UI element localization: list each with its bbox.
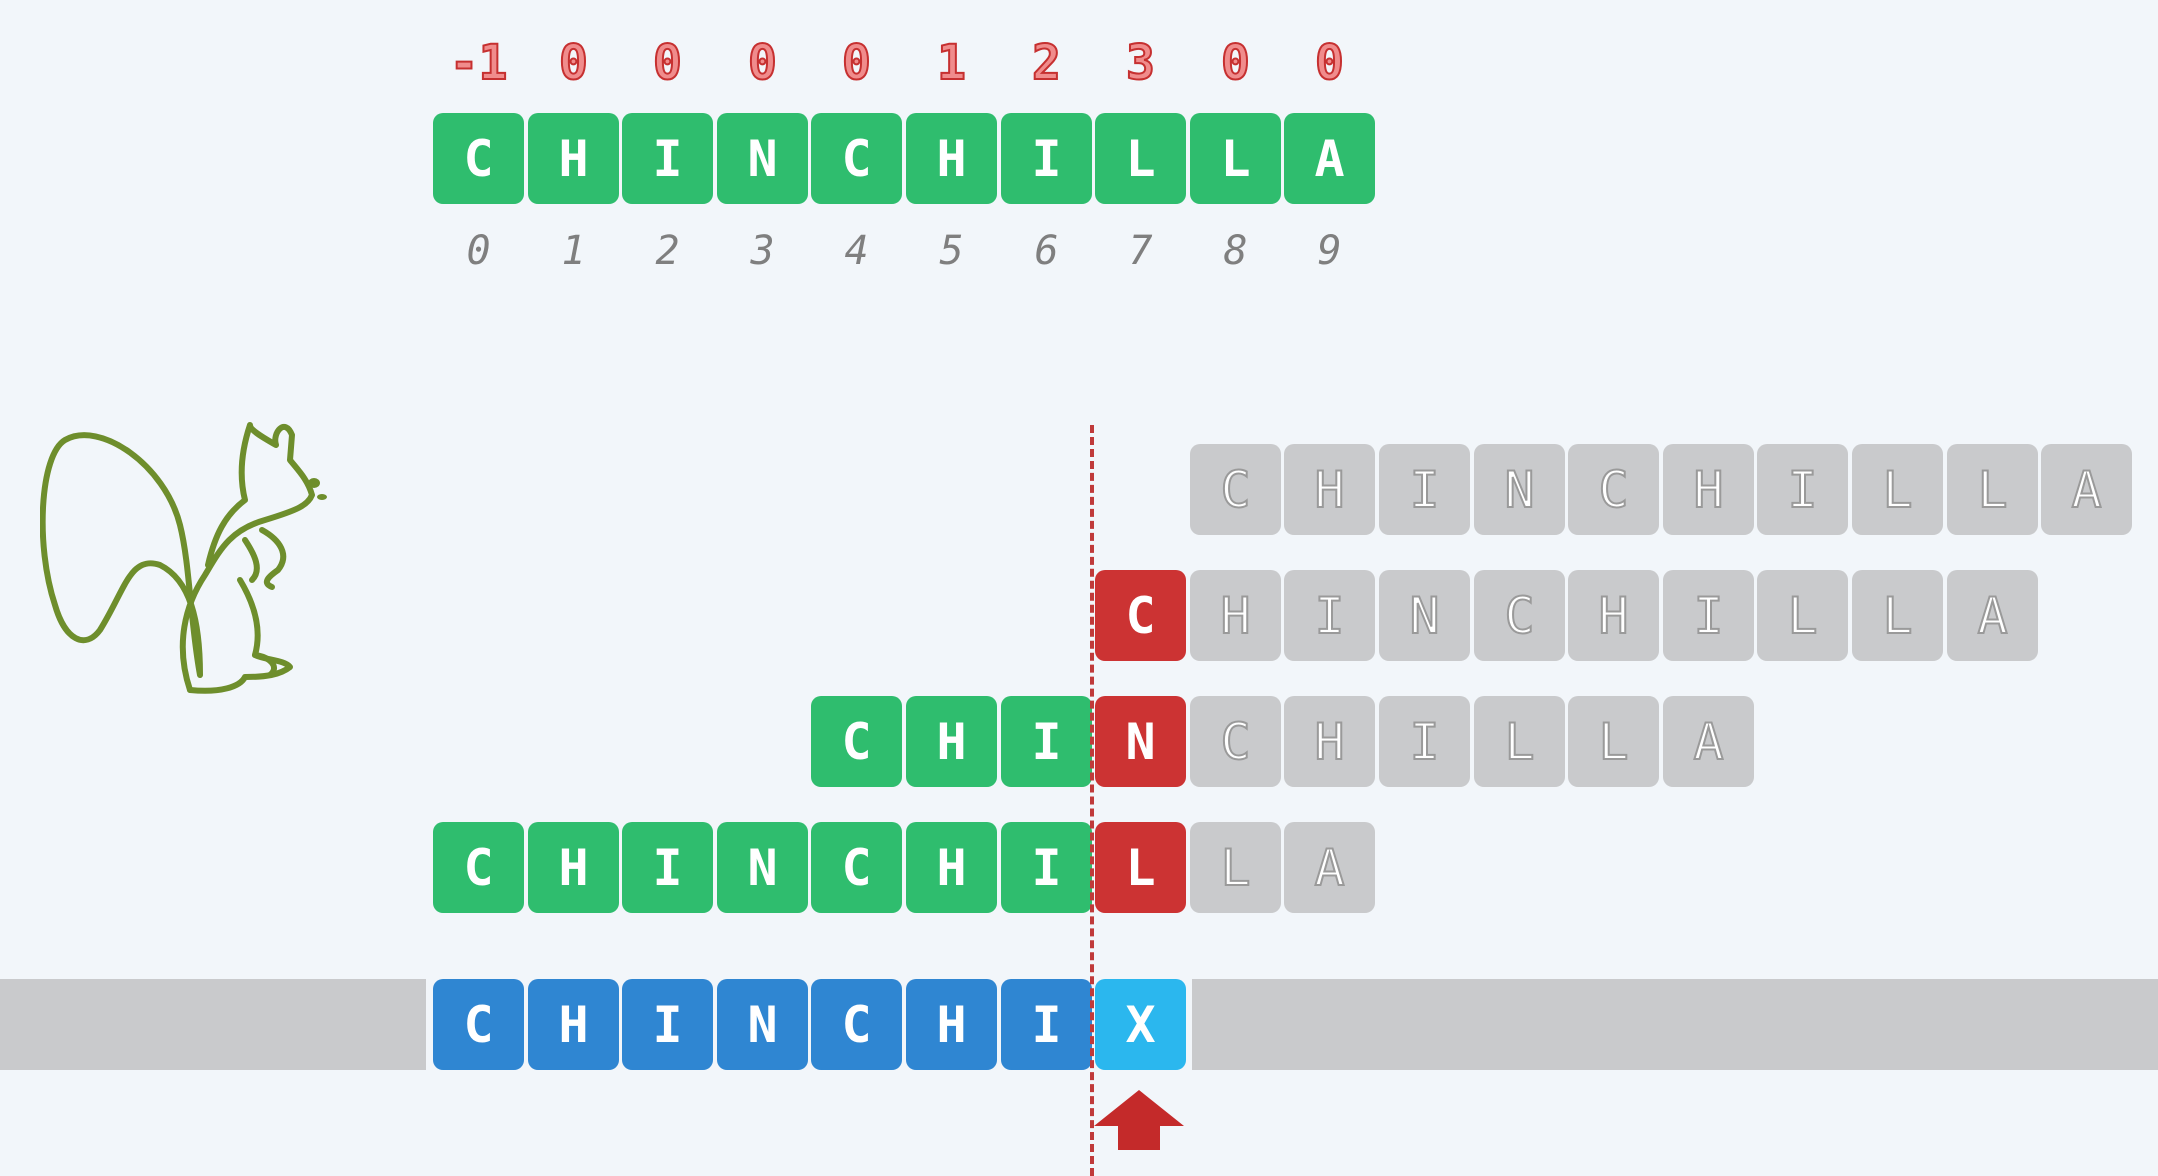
pattern-index: 9	[1317, 228, 1342, 274]
failure-value: 0	[841, 34, 872, 92]
pending-letter-tile: A	[1284, 822, 1375, 913]
matched-letter-tile: N	[717, 822, 808, 913]
text-matched-tile: H	[528, 979, 619, 1070]
pending-letter-tile: L	[1852, 570, 1943, 661]
matched-letter-tile: I	[622, 822, 713, 913]
pattern-index: 4	[844, 228, 869, 274]
pending-letter-tile: L	[1190, 822, 1281, 913]
up-arrow-icon	[1094, 1090, 1184, 1150]
squirrel-icon	[40, 422, 327, 694]
pending-letter-tile: A	[1663, 696, 1754, 787]
pattern-letter-tile: I	[622, 113, 713, 204]
pattern-letter-tile: L	[1190, 113, 1281, 204]
pattern-index: 1	[561, 228, 586, 274]
failure-value: 0	[1220, 34, 1251, 92]
pending-letter-tile: C	[1190, 444, 1281, 535]
failure-value: 0	[1314, 34, 1345, 92]
text-matched-tile: C	[433, 979, 524, 1070]
text-current-tile: X	[1095, 979, 1186, 1070]
pending-letter-tile: I	[1757, 444, 1848, 535]
pattern-letter-tile: C	[811, 113, 902, 204]
failure-value: 3	[1125, 34, 1156, 92]
pending-letter-tile: I	[1379, 696, 1470, 787]
failure-value: 1	[936, 34, 967, 92]
pending-letter-tile: L	[1947, 444, 2038, 535]
matched-letter-tile: H	[906, 822, 997, 913]
matched-letter-tile: I	[1001, 696, 1092, 787]
pending-letter-tile: C	[1190, 696, 1281, 787]
pattern-index: 2	[655, 228, 680, 274]
pending-letter-tile: I	[1379, 444, 1470, 535]
pending-letter-tile: H	[1284, 696, 1375, 787]
matched-letter-tile: I	[1001, 822, 1092, 913]
matched-letter-tile: H	[906, 696, 997, 787]
text-matched-tile: N	[717, 979, 808, 1070]
pending-letter-tile: C	[1568, 444, 1659, 535]
failure-value: 0	[558, 34, 589, 92]
pending-letter-tile: H	[1190, 570, 1281, 661]
mismatch-letter-tile: C	[1095, 570, 1186, 661]
text-matched-tile: I	[1001, 979, 1092, 1070]
pattern-index: 5	[939, 228, 964, 274]
pending-letter-tile: L	[1474, 696, 1565, 787]
pending-letter-tile: L	[1852, 444, 1943, 535]
pattern-index: 0	[466, 228, 491, 274]
failure-value: -1	[449, 34, 509, 92]
pending-letter-tile: H	[1663, 444, 1754, 535]
mismatch-letter-tile: L	[1095, 822, 1186, 913]
pending-letter-tile: L	[1568, 696, 1659, 787]
text-rail-right	[1192, 979, 2158, 1070]
matched-letter-tile: H	[528, 822, 619, 913]
pending-letter-tile: I	[1663, 570, 1754, 661]
pending-letter-tile: L	[1757, 570, 1848, 661]
pattern-letter-tile: C	[433, 113, 524, 204]
text-matched-tile: I	[622, 979, 713, 1070]
pending-letter-tile: N	[1379, 570, 1470, 661]
text-matched-tile: H	[906, 979, 997, 1070]
failure-value: 0	[747, 34, 778, 92]
pending-letter-tile: N	[1474, 444, 1565, 535]
text-matched-tile: C	[811, 979, 902, 1070]
pattern-index: 6	[1034, 228, 1059, 274]
pattern-letter-tile: H	[528, 113, 619, 204]
failure-value: 2	[1031, 34, 1062, 92]
mismatch-letter-tile: N	[1095, 696, 1186, 787]
pending-letter-tile: H	[1568, 570, 1659, 661]
text-rail-left	[0, 979, 426, 1070]
pattern-index: 8	[1223, 228, 1248, 274]
matched-letter-tile: C	[811, 822, 902, 913]
failure-value: 0	[652, 34, 683, 92]
pending-letter-tile: H	[1284, 444, 1375, 535]
pattern-letter-tile: H	[906, 113, 997, 204]
pending-letter-tile: A	[1947, 570, 2038, 661]
pattern-index: 7	[1128, 228, 1153, 274]
pattern-letter-tile: I	[1001, 113, 1092, 204]
pattern-index: 3	[750, 228, 775, 274]
pending-letter-tile: C	[1474, 570, 1565, 661]
pattern-letter-tile: A	[1284, 113, 1375, 204]
matched-letter-tile: C	[811, 696, 902, 787]
mismatch-position-line	[1090, 425, 1094, 1176]
pattern-letter-tile: N	[717, 113, 808, 204]
pending-letter-tile: A	[2041, 444, 2132, 535]
pending-letter-tile: I	[1284, 570, 1375, 661]
pattern-letter-tile: L	[1095, 113, 1186, 204]
matched-letter-tile: C	[433, 822, 524, 913]
